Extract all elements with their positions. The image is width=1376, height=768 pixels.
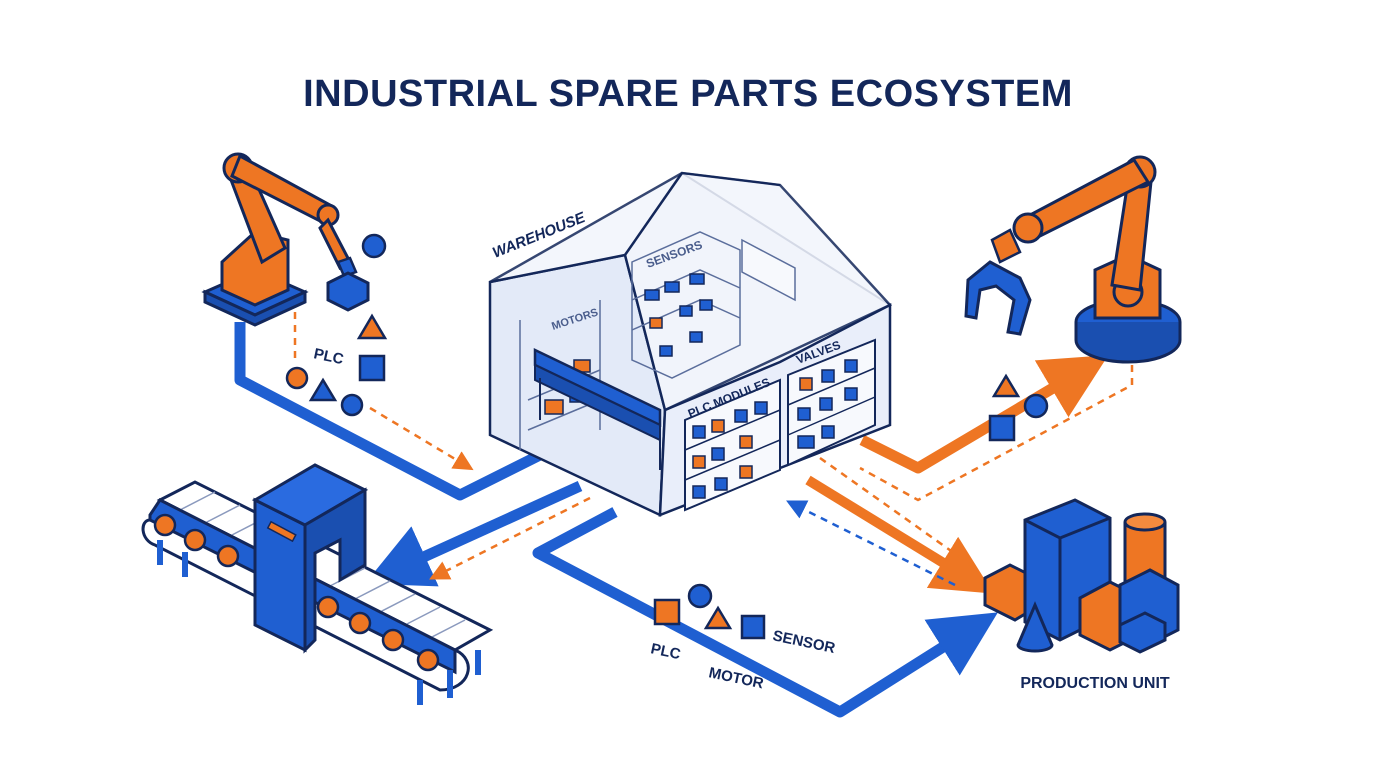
blue-square-part-right — [988, 414, 1016, 442]
conveyor-roller — [316, 595, 340, 619]
orange-triangle-part-right — [991, 373, 1021, 398]
blue-circle-part — [361, 233, 387, 259]
orange-circle-part — [285, 366, 309, 390]
production-unit-label: PRODUCTION UNIT — [1020, 675, 1170, 692]
orange-triangle-part — [356, 313, 388, 340]
dashed-production-to-warehouse — [786, 500, 956, 587]
blue-circle-part-2 — [340, 393, 364, 417]
warehouse-window — [741, 238, 796, 302]
dashed-left-to-warehouse — [369, 406, 474, 471]
flow-warehouse-to-production-orange — [805, 475, 994, 594]
sensor-label: SENSOR — [771, 627, 837, 657]
conveyor-roller — [416, 648, 440, 672]
flow-warehouse-to-conveyor — [364, 480, 583, 587]
conveyor-roller — [381, 628, 405, 652]
robot-arm-left — [201, 152, 387, 327]
blue-square-part — [358, 354, 386, 382]
scanner-indicator — [266, 520, 297, 543]
flow-robot-to-warehouse — [234, 322, 543, 501]
blue-triangle-part — [308, 377, 338, 402]
conveyor-roller — [348, 611, 372, 635]
conveyor — [141, 463, 494, 705]
page-title: INDUSTRIAL SPARE PARTS ECOSYSTEM — [303, 73, 1073, 115]
right-parts-cluster — [988, 373, 1049, 442]
blue-square-part-bottom — [740, 614, 766, 640]
orange-triangle-part-bottom — [703, 605, 733, 630]
flow-warehouse-to-right-robot — [859, 355, 1109, 474]
dashed-production-upper — [819, 456, 979, 572]
warehouse: SENSORS MOTORS — [488, 171, 893, 517]
left-parts-cluster — [285, 313, 388, 417]
robot-arm-right — [964, 155, 1182, 364]
blue-circle-part-right — [1023, 393, 1049, 419]
bottom-parts-cluster — [653, 583, 766, 640]
shelf-plc-modules — [684, 378, 781, 512]
robot-right-gripper — [964, 260, 1032, 336]
flow-warehouse-to-production — [532, 507, 998, 718]
plc-left-label: PLC — [312, 345, 345, 368]
orange-square-part-bottom — [653, 598, 681, 626]
blue-circle-part-bottom — [687, 583, 713, 609]
flow-arrows — [234, 312, 1134, 718]
production-small-block — [1118, 611, 1167, 654]
conveyor-roller — [216, 544, 240, 568]
production-unit — [983, 498, 1180, 654]
plc-bottom-label: PLC — [649, 640, 682, 663]
production-cone — [1016, 601, 1054, 653]
scanner-gate-front — [303, 487, 367, 654]
robot-left-held-box — [326, 271, 370, 312]
shelf-valves — [787, 338, 876, 467]
dashed-warehouse-to-conveyor — [429, 496, 591, 580]
shelf-sensors — [631, 231, 741, 379]
conveyor-roller — [153, 513, 177, 537]
conveyor-roller — [183, 528, 207, 552]
